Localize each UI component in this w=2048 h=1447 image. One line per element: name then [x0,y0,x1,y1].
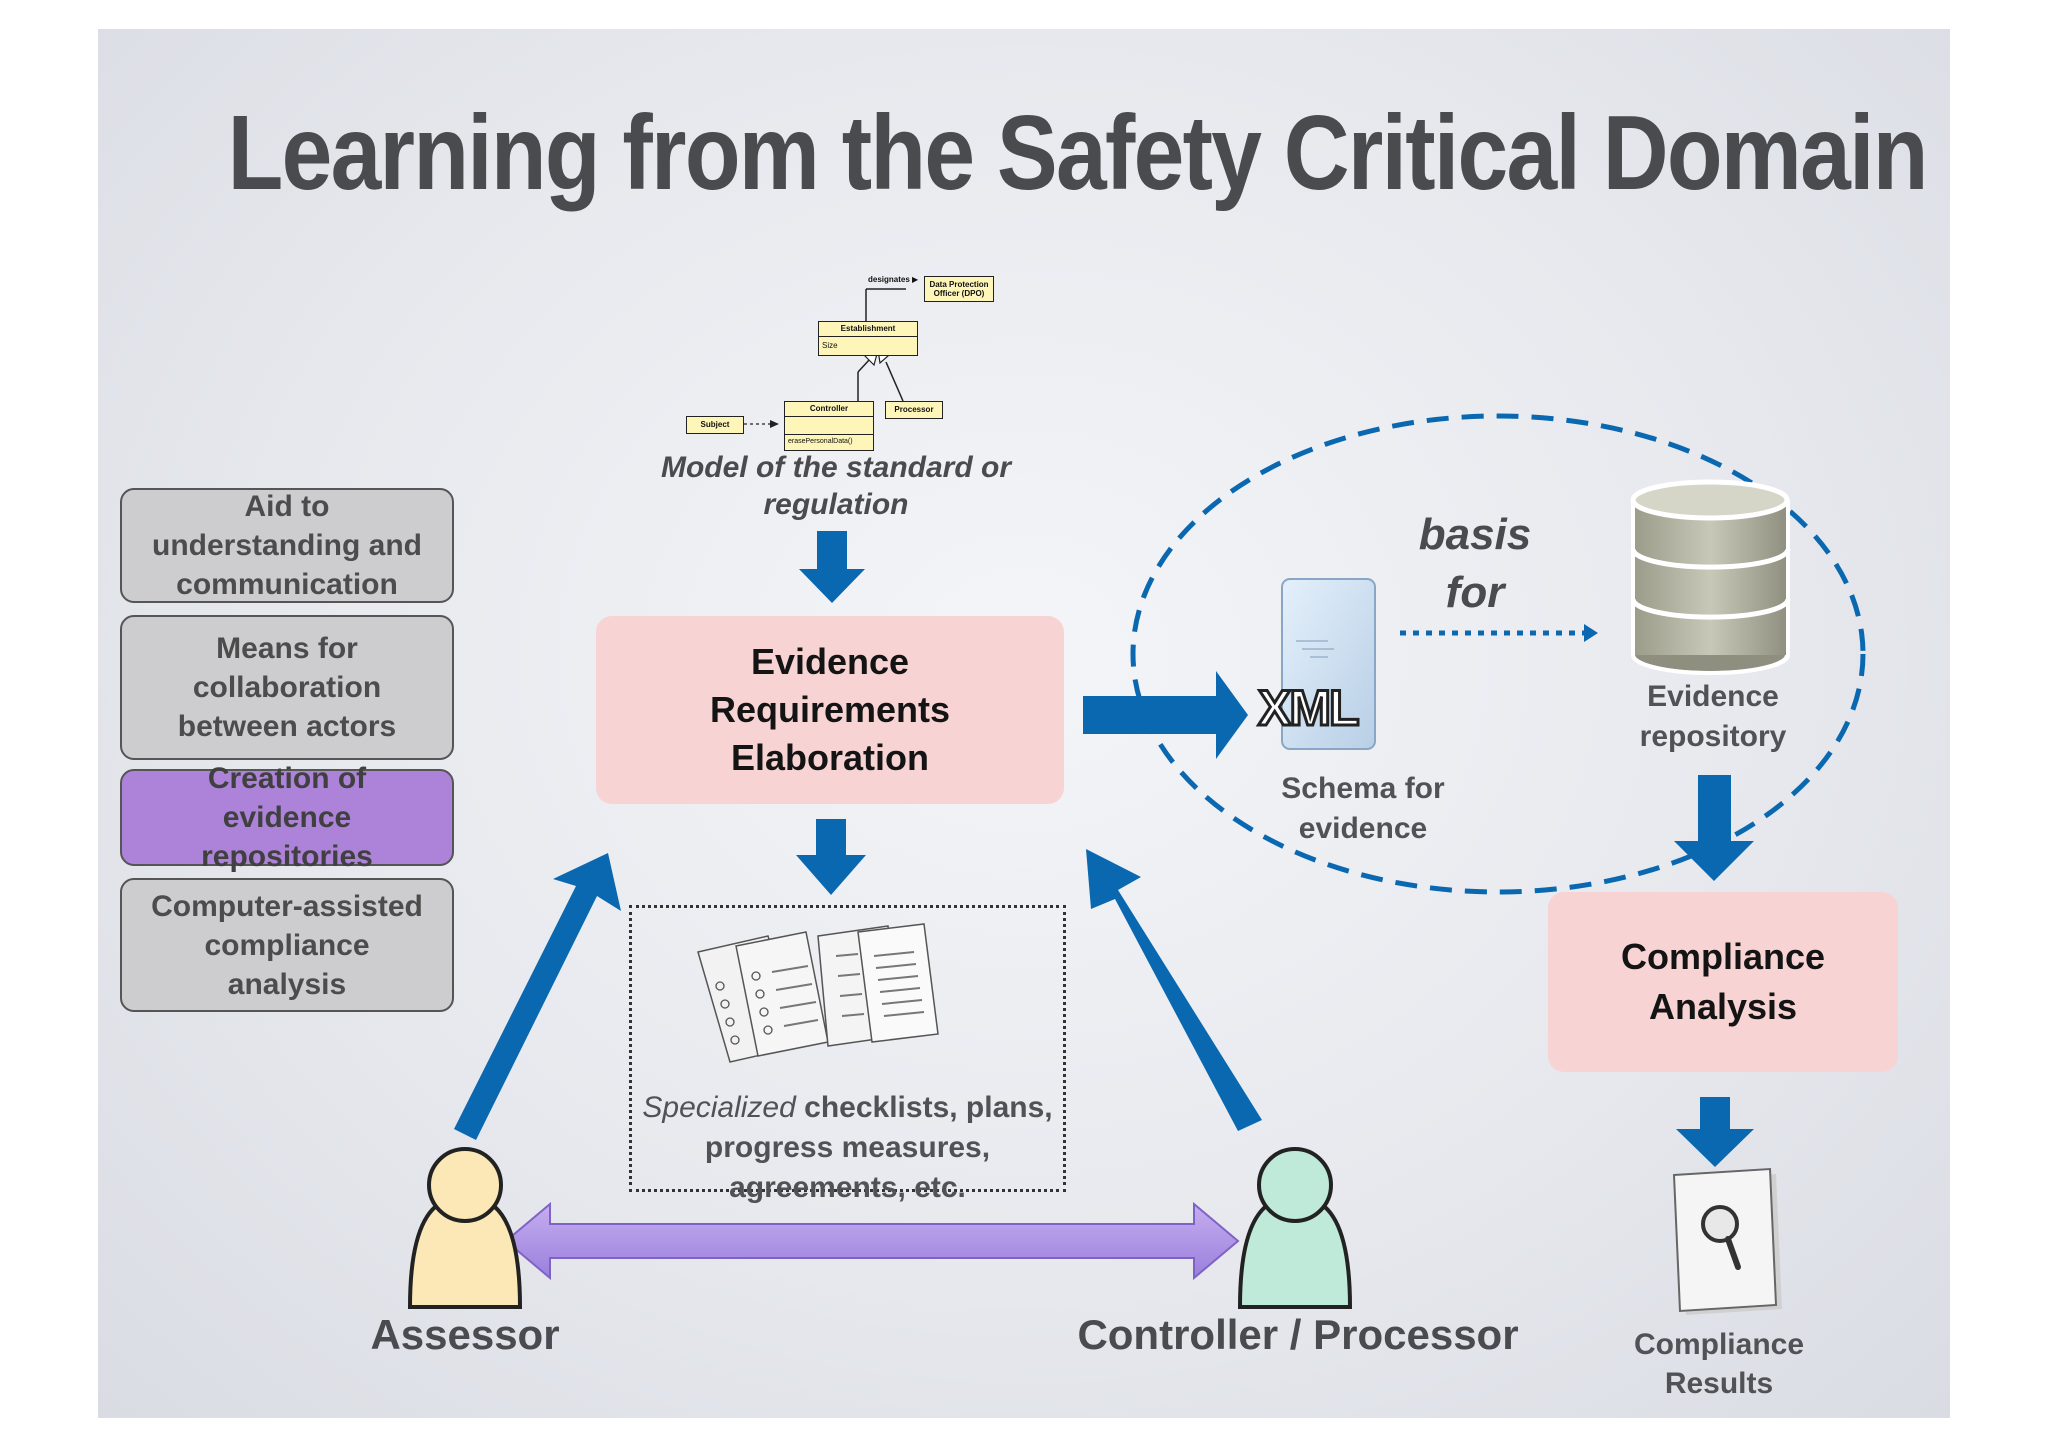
uml-controller-label: Controller [785,402,873,417]
controller-avatar [1237,1147,1353,1309]
sidebar-item-compliance: Computer-assisted compliance analysis [120,878,454,1012]
xml-label: XML [1257,679,1362,738]
uml-subject-label: Subject [700,420,730,429]
sidebar-item-collaboration: Means for collaboration between actors [120,615,454,760]
slide: Learning from the Safety Critical Domain… [98,29,1950,1418]
sidebar-item-label: Aid to understanding and communication [152,490,422,601]
uml-size-label: Size [822,341,838,350]
xml-schema-icon [1281,578,1376,750]
arrow-down-compliance-icon [1674,775,1754,881]
sidebar-item-understanding: Aid to understanding and communication [120,488,454,603]
basis-for-label: basis for [1418,510,1532,617]
assessor-avatar [407,1147,523,1309]
document-stack-icon [697,923,939,1063]
arrow-right-schema-icon [1083,671,1248,759]
arrow-down-results-icon [1676,1097,1754,1167]
compliance-analysis-label: Compliance Analysis [1620,936,1826,1027]
sidebar-item-label: Creation of evidence repositories [201,762,373,873]
assessor-label: Assessor [370,1311,560,1358]
uml-class-dpo: Data Protection Officer (DPO) [924,276,994,302]
sidebar-item-repositories: Creation of evidence repositories [120,762,454,873]
evidence-requirements-label: Evidence Requirements Elaboration [709,641,951,778]
uml-class-establishment: Establishment Size [818,321,918,356]
documents-caption-italic: Specialized [642,1091,796,1124]
database-icon [1630,479,1791,676]
compliance-results-label: Compliance Results [1633,1328,1805,1400]
documents-caption-rest: checklists, plans, progress measures, ag… [704,1091,1053,1204]
sidebar-item-label: Computer-assisted compliance analysis [151,889,423,1001]
arrow-down-model-icon [799,531,865,603]
uml-class-subject: Subject [686,416,744,434]
repository-label: Evidence repository [1639,680,1787,753]
collaboration-arrow-icon [504,1201,1240,1281]
arrow-up-controller-icon [1086,849,1262,1131]
compliance-analysis-box: Compliance Analysis [1548,892,1898,1072]
arrow-up-assessor-icon [454,853,621,1140]
evidence-cluster-outline [1130,413,1866,895]
documents-caption: Specialized checklists, plans, progress … [632,1088,1063,1208]
sidebar-item-label: Means for collaboration between actors [177,632,397,743]
uml-dpo-label: Data Protection Officer (DPO) [929,280,989,298]
uml-establishment-label: Establishment [819,322,917,337]
page-title: Learning from the Safety Critical Domain [227,94,1929,212]
uml-processor-label: Processor [894,405,934,414]
arrow-down-documents-icon [796,819,866,895]
documents-box: Specialized checklists, plans, progress … [629,905,1066,1204]
uml-class-processor: Processor [885,401,943,419]
controller-processor-label: Controller / Processor [1077,1311,1519,1358]
uml-erase-label: erasePersonalData() [788,438,853,445]
evidence-requirements-box: Evidence Requirements Elaboration [596,616,1064,804]
uml-class-controller: Controller erasePersonalData() [784,401,874,451]
schema-label: Schema for evidence [1281,772,1445,845]
compliance-results-icon [1672,1167,1782,1315]
diagram-graphics [407,413,1866,1315]
uml-designates-label: designates ▶ [868,275,919,284]
model-caption: Model of the standard or regulation [660,451,1011,521]
